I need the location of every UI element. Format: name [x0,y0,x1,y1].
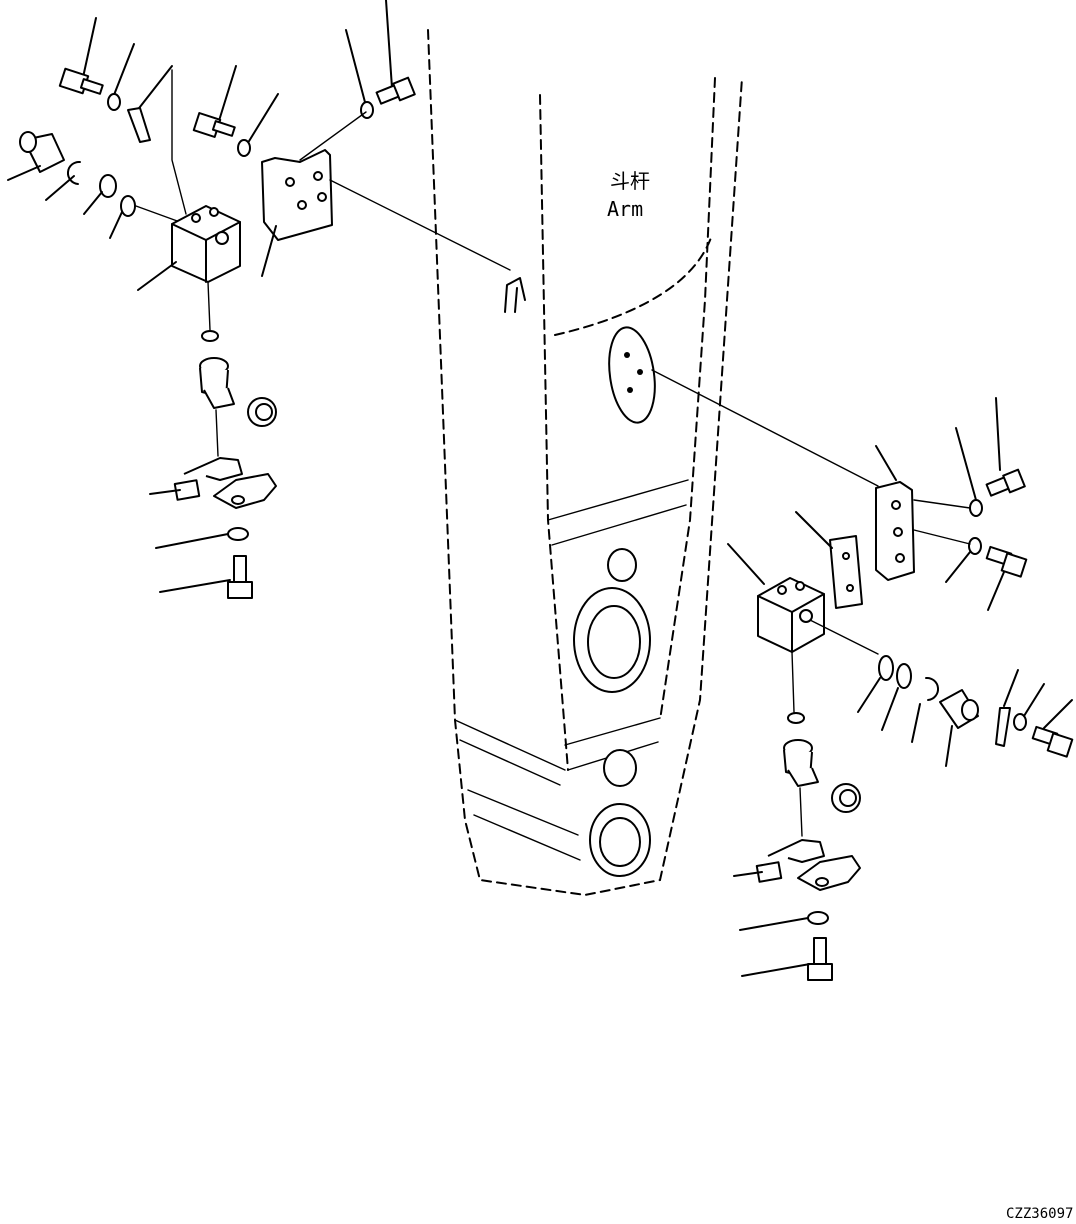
washer-icon [107,93,121,111]
bolt-icon [192,112,236,138]
split-flange-lower [213,473,277,509]
washer-icon [807,911,829,925]
arm-label-english: Arm [607,197,643,221]
split-flange-upper [767,839,825,863]
o-ring-icon [201,330,219,342]
flange-bolt-icon [807,937,833,981]
adapter-fitting-icon [19,131,65,173]
bolt-icon [985,545,1028,578]
drawing-code: CZZ36097 [1006,1206,1073,1222]
washer-icon [968,537,982,555]
lock-plate-icon [127,107,151,143]
washer-icon [969,499,983,517]
left-assembly [7,0,511,599]
boss-upper [607,548,637,582]
o-ring-icon [99,174,117,198]
o-ring-icon [787,712,805,724]
elbow-fitting-icon [199,357,235,409]
washer-icon [360,101,374,119]
bolt-icon [375,76,416,105]
bolt-icon [985,468,1026,497]
valve-block [171,205,241,283]
split-flange-upper [183,457,243,481]
split-flange-lower [797,855,861,891]
valve-block-right [757,577,825,653]
shim-plate [829,535,863,609]
o-ring-icon [896,663,912,689]
bolt-icon [58,67,104,95]
arm-label-chinese: 斗杆 [610,169,650,193]
elbow-fitting-icon [783,739,819,787]
bolt-icon [1031,725,1074,758]
arm-body [427,29,743,897]
right-assembly [651,369,1074,981]
washer-icon [237,139,251,157]
flange-bolt-icon [227,555,253,599]
o-ring-icon [878,655,894,681]
adapter-fitting-icon [939,689,979,729]
arm-mount-pad [608,326,656,424]
snap-ring-icon [66,160,81,185]
lock-plate-icon [995,707,1011,747]
snap-ring-icon [925,676,940,701]
washer-icon [227,527,249,541]
washer-icon [1013,713,1027,731]
o-ring-icon [120,195,136,217]
boss-lower [603,749,637,787]
